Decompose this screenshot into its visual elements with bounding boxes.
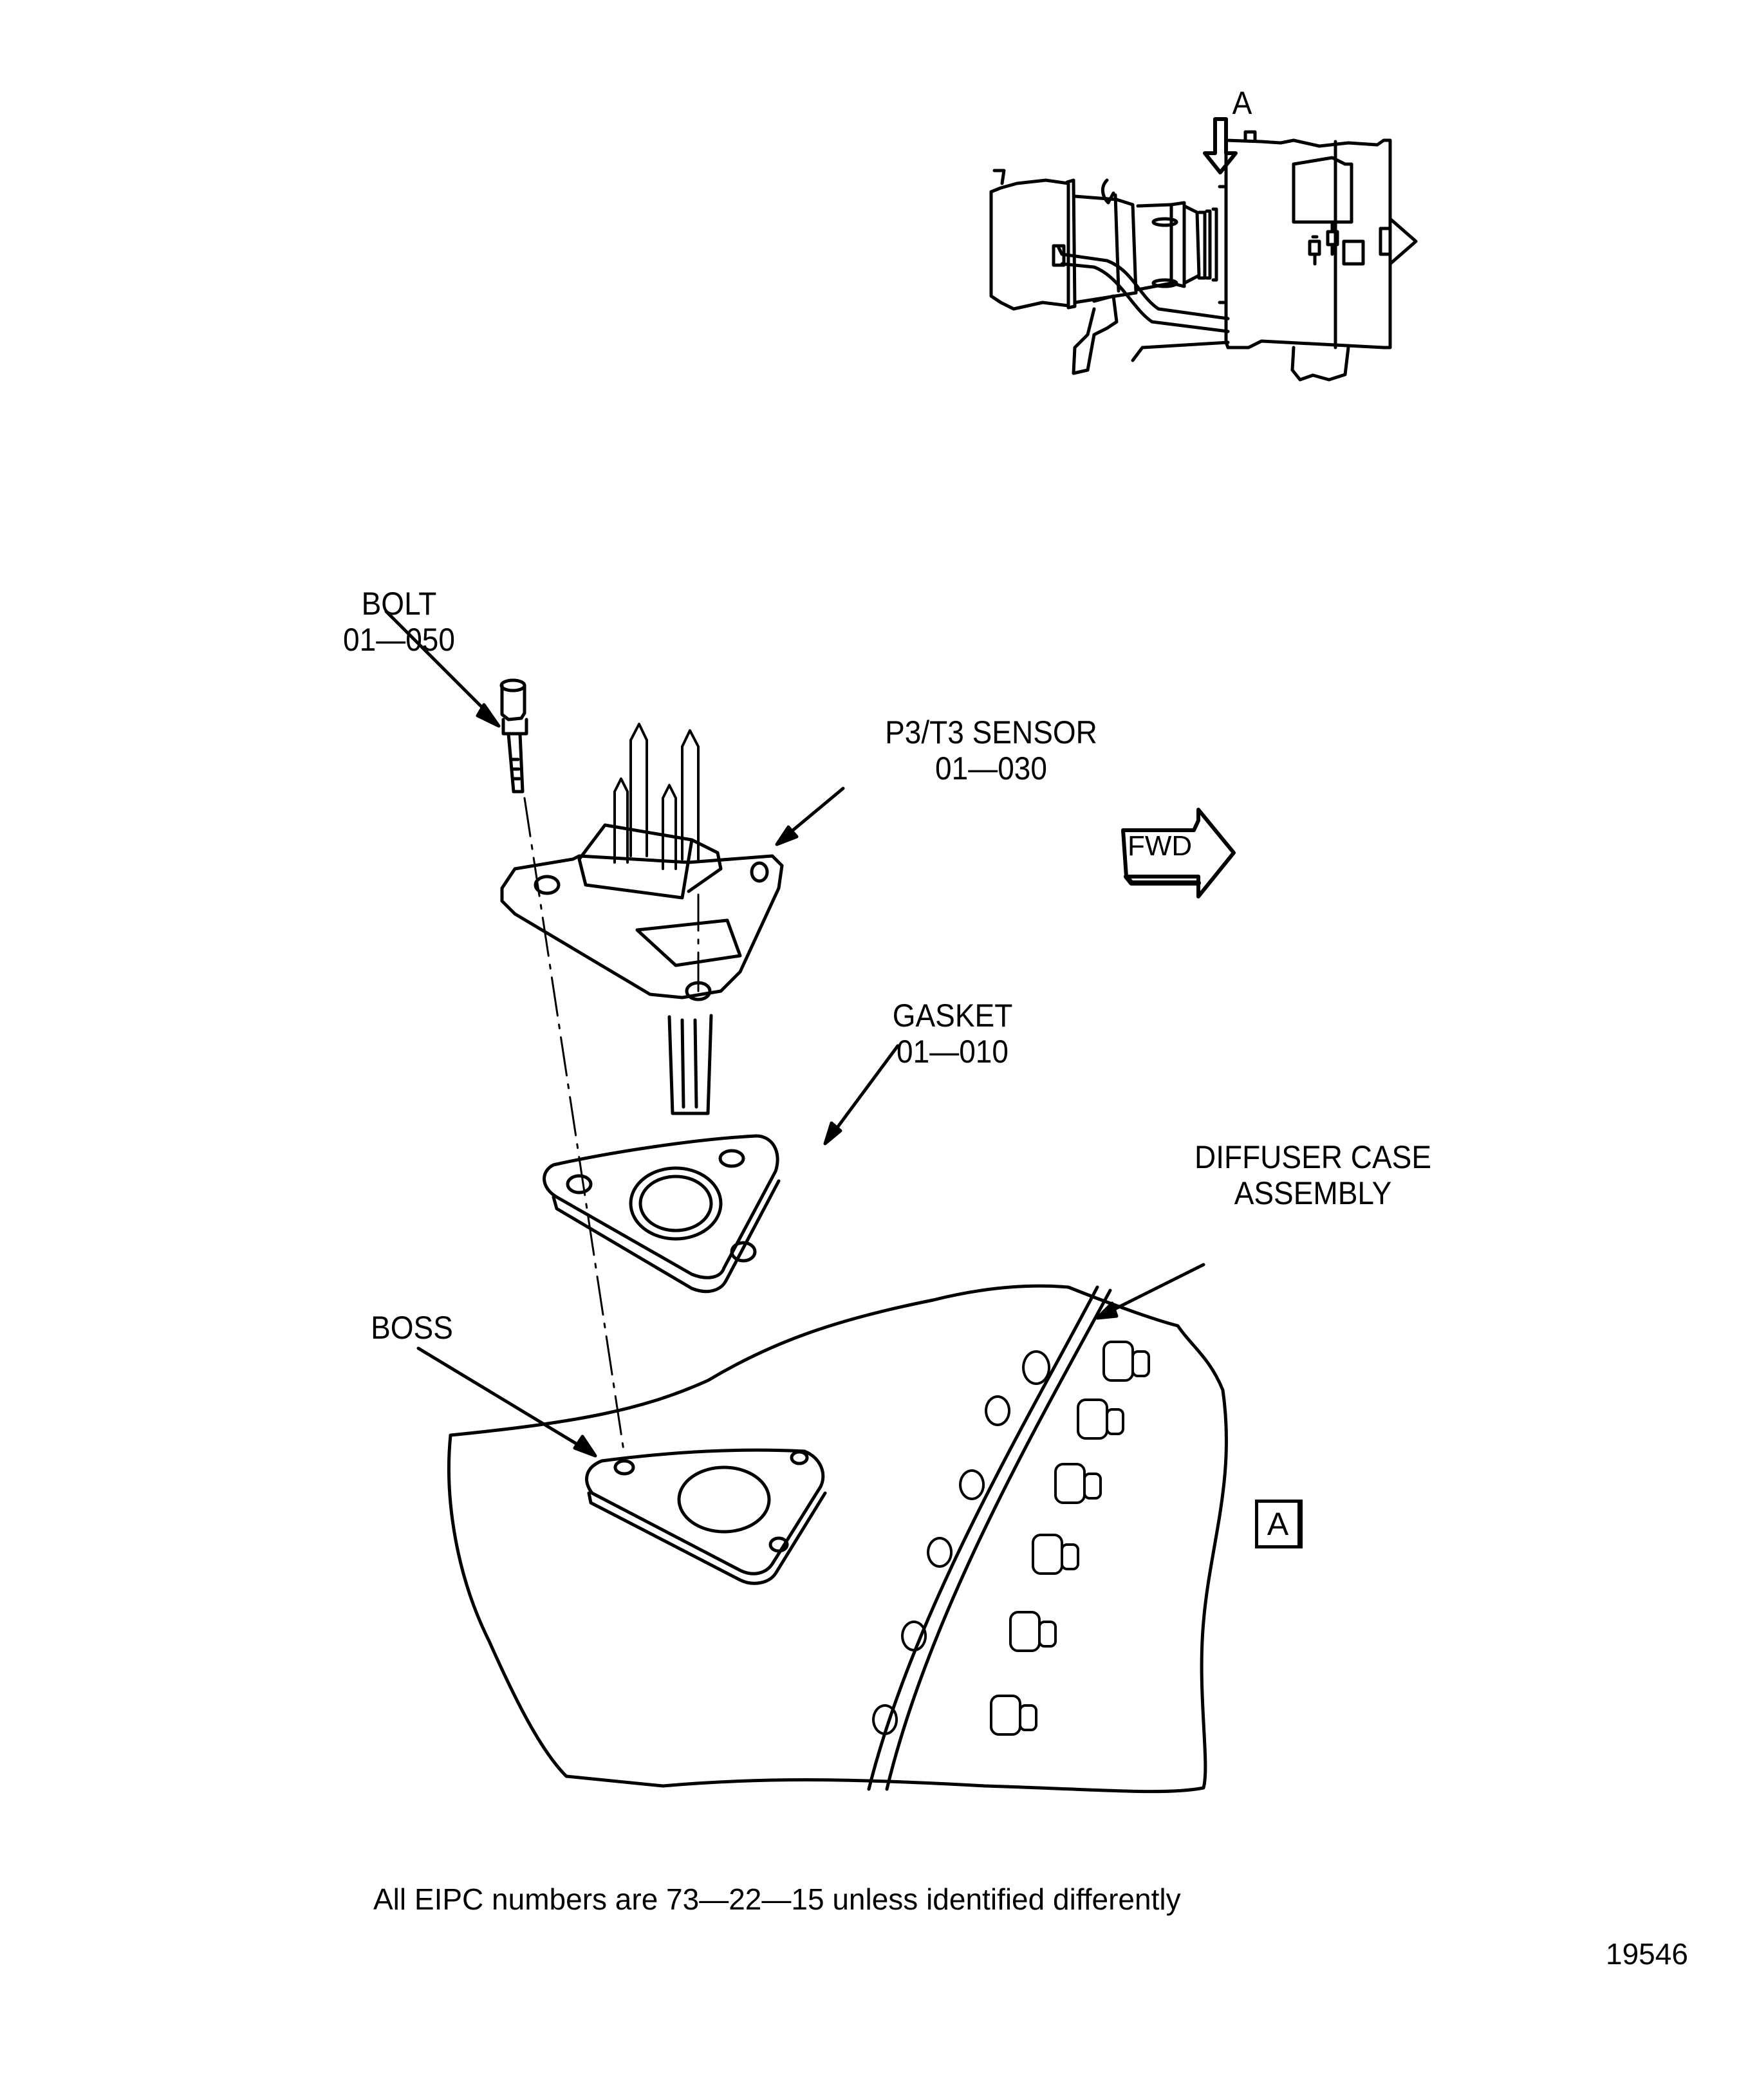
sensor-part bbox=[500, 723, 845, 1115]
callout-diffuser-ref: ASSEMBLY bbox=[1234, 1175, 1392, 1211]
callout-gasket: GASKET 01—010 bbox=[882, 998, 1024, 1070]
engine-overview bbox=[989, 117, 1418, 382]
diffuser-case-part bbox=[416, 1263, 1229, 1794]
view-a-marker: A bbox=[1232, 85, 1252, 121]
callout-boss: BOSS bbox=[362, 1310, 462, 1346]
bolt-part bbox=[384, 609, 528, 794]
fwd-arrow-icon bbox=[1121, 808, 1236, 898]
callout-sensor-name: P3/T3 SENSOR bbox=[885, 714, 1097, 750]
footer-note: All EIPC numbers are 73—22—15 unless ide… bbox=[373, 1882, 1181, 1916]
figure-number: 19546 bbox=[1606, 1937, 1688, 1971]
callout-bolt-name: BOLT bbox=[361, 586, 437, 622]
callout-sensor-ref: 01—030 bbox=[935, 750, 1047, 786]
callout-gasket-ref: 01—010 bbox=[897, 1034, 1009, 1070]
callout-diffuser-case: DIFFUSER CASE ASSEMBLY bbox=[1159, 1139, 1467, 1211]
callout-sensor: P3/T3 SENSOR 01—030 bbox=[855, 714, 1127, 786]
callout-bolt: BOLT 01—050 bbox=[328, 586, 470, 658]
callout-gasket-name: GASKET bbox=[892, 998, 1013, 1034]
view-a-arrow-icon bbox=[1203, 117, 1238, 174]
gasket-part bbox=[543, 1044, 900, 1294]
callout-boss-name: BOSS bbox=[371, 1310, 453, 1346]
callout-bolt-ref: 01—050 bbox=[343, 622, 455, 658]
bolt-heads bbox=[872, 1341, 1150, 1736]
sensor-terminals bbox=[613, 723, 700, 870]
view-a-box: A bbox=[1255, 1500, 1303, 1548]
alignment-lines bbox=[523, 797, 700, 1456]
fwd-label: FWD bbox=[1128, 830, 1193, 862]
callout-diffuser-name: DIFFUSER CASE bbox=[1194, 1139, 1432, 1175]
